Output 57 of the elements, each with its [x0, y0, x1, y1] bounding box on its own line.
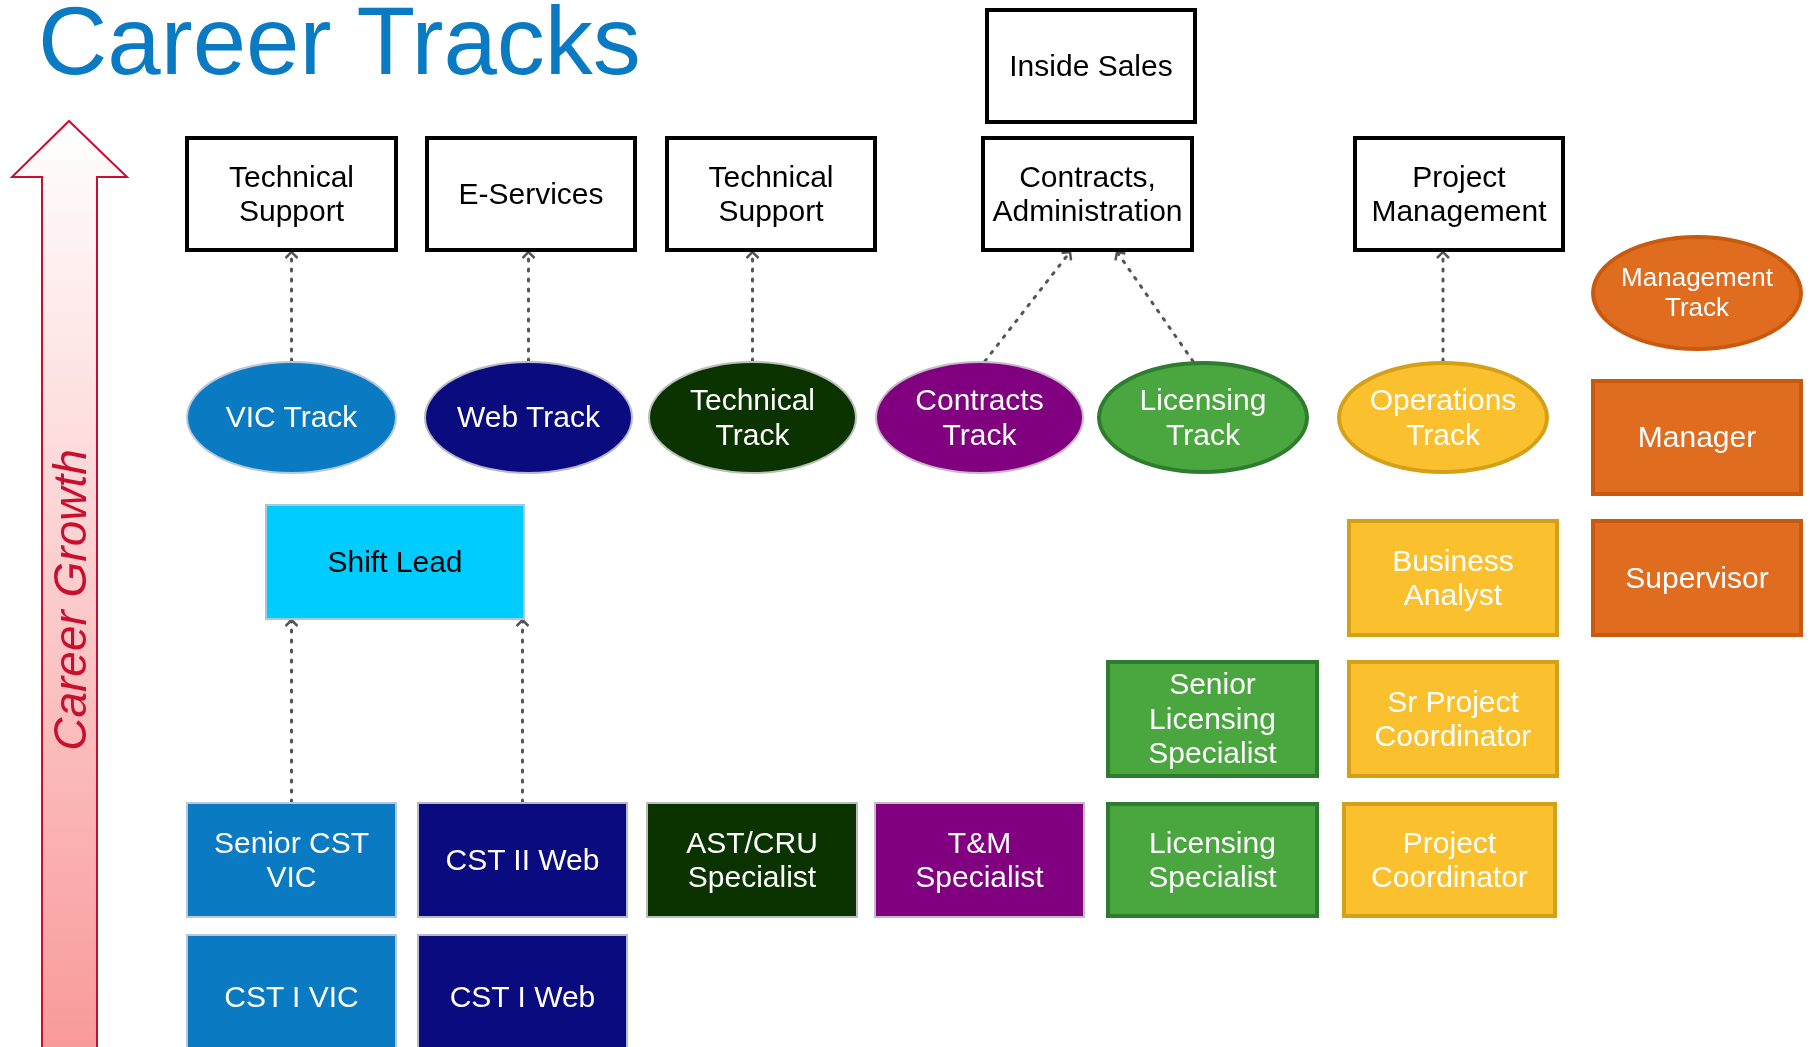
node-text: Business Analyst: [1391, 543, 1515, 613]
arrow: [745, 250, 760, 363]
role-box: [1347, 660, 1559, 778]
node-text: Project Management: [1370, 159, 1548, 229]
role-box: [665, 136, 877, 252]
role-box: [985, 8, 1197, 124]
node-text: VIC Track: [225, 400, 358, 435]
node-text: Contracts, Administration: [992, 159, 1183, 229]
node-text: Technical Support: [227, 159, 356, 229]
role-box: [425, 136, 637, 252]
node-text: Supervisor: [1625, 560, 1769, 596]
title: Career Tracks: [38, 0, 641, 96]
arrow: [1114, 250, 1195, 363]
arrow: [521, 250, 536, 363]
role-box: [185, 136, 398, 252]
node-text: Contracts Track: [914, 383, 1045, 452]
arrow: [284, 250, 299, 363]
role-box: [874, 802, 1085, 918]
node-text: Senior CST VIC: [212, 825, 371, 895]
node-text: Licensing Track: [1138, 383, 1268, 452]
node-text: Management Track: [1620, 263, 1774, 323]
node-text: Web Track: [457, 400, 600, 435]
node-text: Operations Track: [1368, 383, 1518, 452]
axis-label: Career Growth: [43, 449, 97, 751]
arrow: [284, 618, 299, 804]
node-text: Senior Licensing Specialist: [1147, 667, 1278, 771]
role-box: [186, 934, 397, 1047]
role-box: [1106, 802, 1319, 918]
arrow: [515, 618, 530, 804]
node-text: CST I VIC: [224, 979, 359, 1015]
node-text: Technical Support: [707, 159, 835, 229]
node-text: AST/CRU Specialist: [685, 825, 819, 895]
role-box: [1353, 136, 1565, 252]
role-box: [417, 802, 628, 918]
node-text: Sr Project Coordinator: [1373, 684, 1533, 754]
role-box: [1347, 519, 1559, 637]
role-box: [1591, 379, 1803, 496]
role-box: [1591, 519, 1803, 637]
role-box: [981, 136, 1194, 252]
node-text: Manager: [1637, 420, 1757, 455]
node-text: Shift Lead: [327, 544, 463, 580]
role-box: [417, 934, 628, 1047]
node-text: Licensing Specialist: [1147, 825, 1278, 895]
node-text: CST I Web: [449, 979, 596, 1015]
role-box: [186, 802, 397, 918]
role-box: [646, 802, 858, 918]
role-box: [265, 504, 525, 620]
arrow: [983, 250, 1073, 363]
role-box: [1342, 802, 1557, 918]
node-text: CST II Web: [445, 842, 600, 878]
node-text: E-Services: [458, 176, 604, 212]
node-text: Technical Track: [688, 383, 817, 452]
node-text: Project Coordinator: [1370, 825, 1529, 895]
arrow: [1435, 250, 1451, 363]
node-text: T&M Specialist: [914, 825, 1045, 895]
node-text: Inside Sales: [1009, 48, 1173, 84]
role-box: [1106, 660, 1319, 778]
